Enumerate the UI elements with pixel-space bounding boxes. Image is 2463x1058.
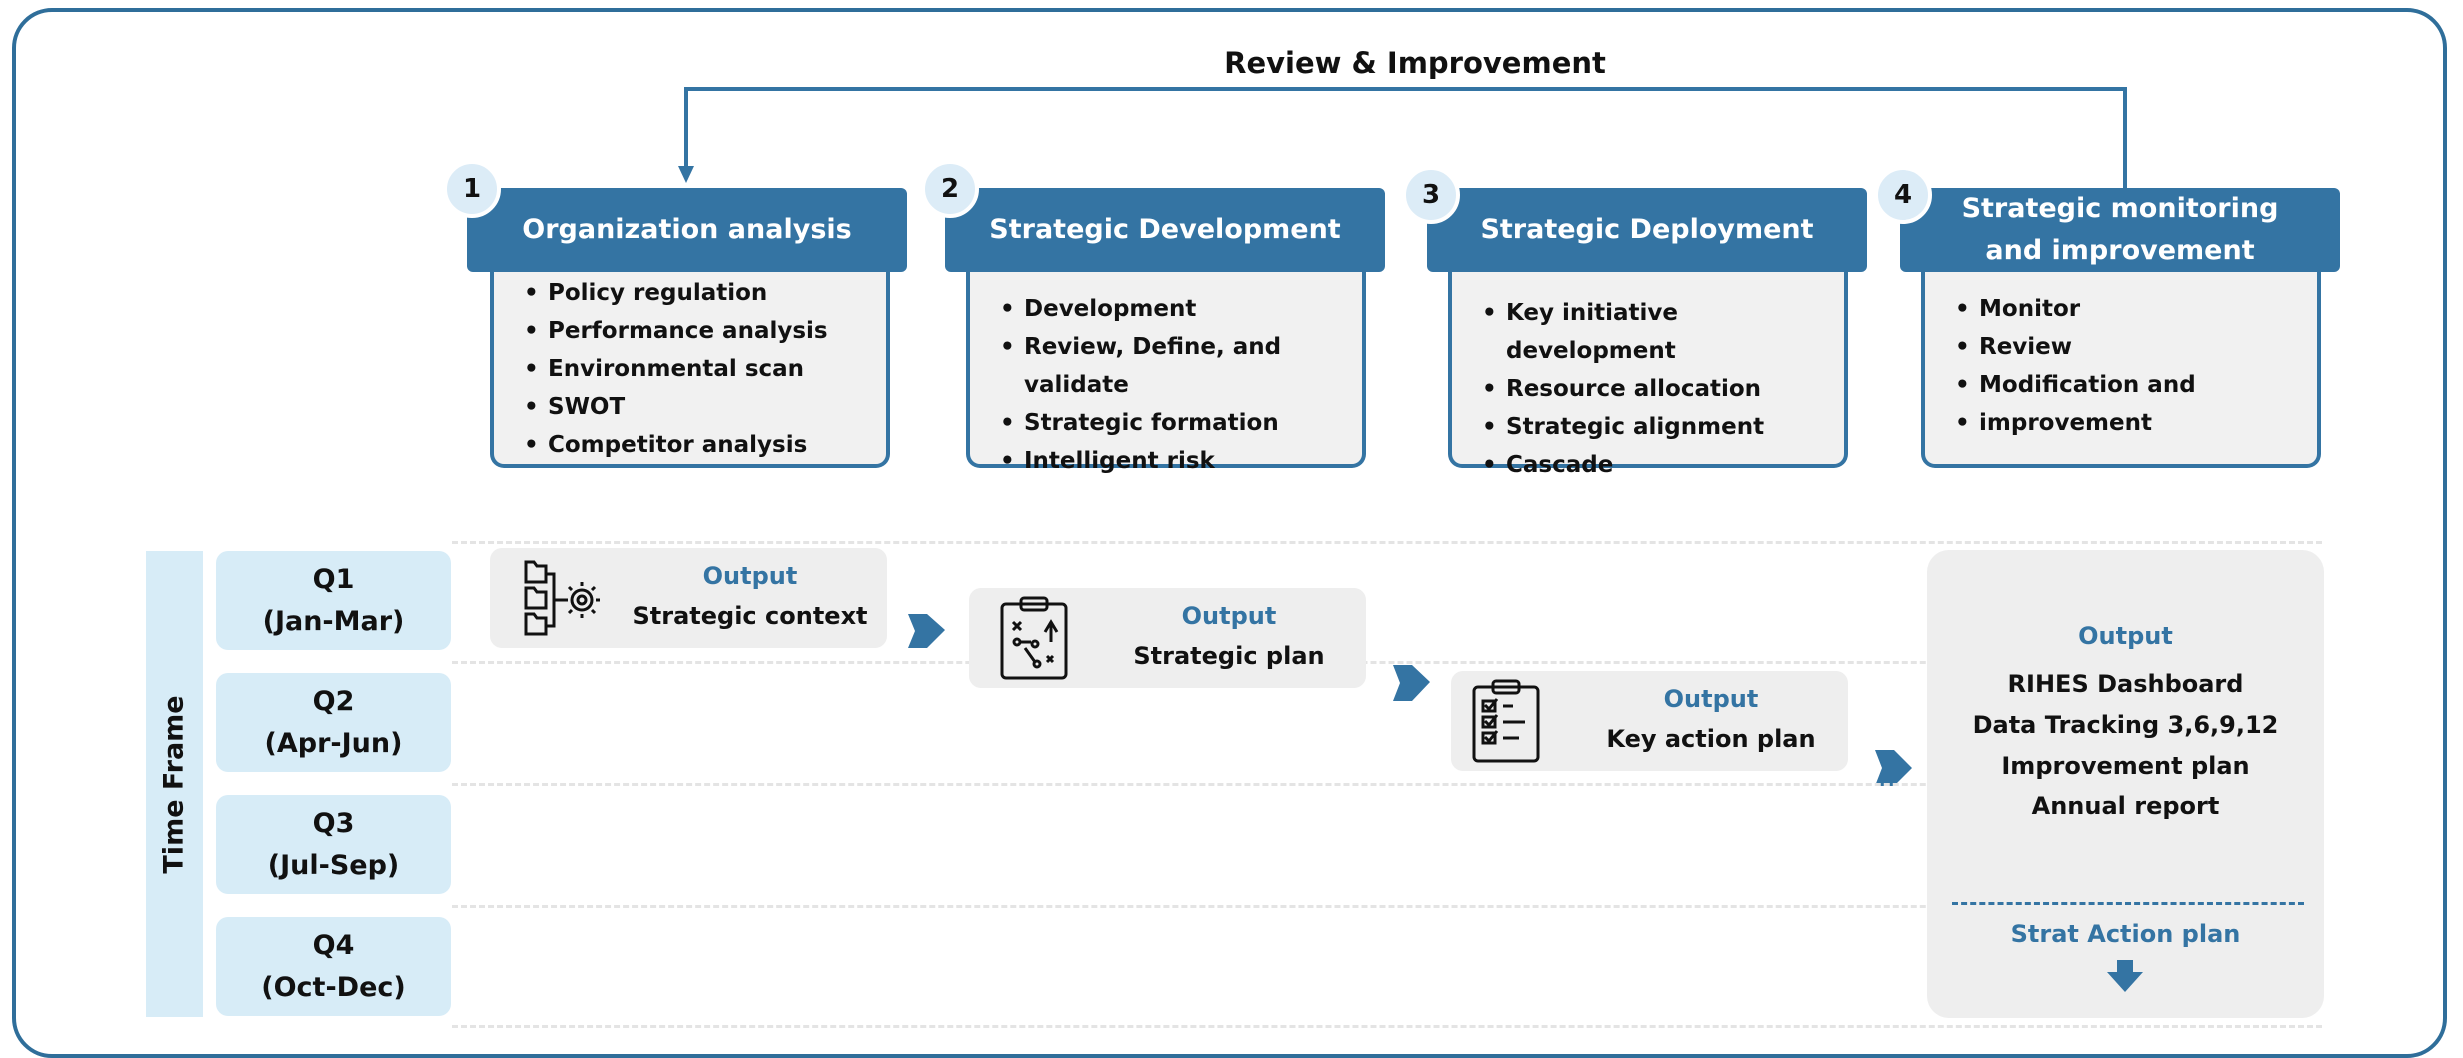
quarter-name: Q1 bbox=[312, 563, 355, 595]
final-output-footer: Strat Action plan bbox=[2010, 920, 2241, 948]
stage-4-item: Monitor bbox=[1955, 290, 2307, 328]
stage-3-item: Key initiative development bbox=[1482, 294, 1834, 370]
stage-2-item: Strategic formation bbox=[1000, 404, 1352, 442]
stage-4-item: Review bbox=[1955, 328, 2307, 366]
stage-2-body: Development Review, Define, and validate… bbox=[966, 272, 1366, 480]
stage-2-item: Intelligent risk bbox=[1000, 442, 1352, 480]
stage-1-item: Performance analysis bbox=[524, 312, 876, 350]
stage-1-number-badge: 1 bbox=[443, 160, 501, 218]
stage-2-title: Strategic Development bbox=[989, 214, 1341, 245]
timeframe-label: Time Frame bbox=[146, 551, 203, 1017]
output-box-strategic-plan: Output Strategic plan bbox=[969, 588, 1366, 688]
quarter-q4: Q4 (Oct-Dec) bbox=[216, 917, 451, 1016]
stage-3-item: Resource allocation bbox=[1482, 370, 1834, 408]
strategy-clipboard-icon bbox=[1000, 596, 1068, 680]
quarter-divider bbox=[452, 905, 2322, 908]
final-output-item: Data Tracking 3,6,9,12 bbox=[1972, 711, 2279, 739]
stage-2-header: Strategic Development bbox=[945, 188, 1385, 272]
stage-1-title: Organization analysis bbox=[522, 214, 852, 245]
review-loop-arrowhead bbox=[678, 166, 694, 183]
quarter-q2: Q2 (Apr-Jun) bbox=[216, 673, 451, 772]
output-label: Output bbox=[702, 562, 798, 590]
quarter-name: Q4 bbox=[312, 929, 355, 961]
quarter-name: Q3 bbox=[312, 807, 355, 839]
final-output-item: RIHES Dashboard bbox=[2007, 670, 2244, 698]
flow-arrow-2 bbox=[1393, 665, 1430, 701]
review-loop-arrow bbox=[684, 87, 2127, 188]
stage-1-item: Policy regulation bbox=[524, 274, 876, 312]
quarter-divider bbox=[452, 1025, 2322, 1028]
timeframe-label-text: Time Frame bbox=[159, 694, 190, 874]
quarter-range: (Apr-Jun) bbox=[264, 727, 403, 759]
quarter-range: (Jul-Sep) bbox=[267, 849, 400, 881]
stage-4-item-continued: improvement bbox=[1955, 404, 2307, 442]
stage-3-body: Key initiative development Resource allo… bbox=[1448, 272, 1848, 484]
flow-arrow-3 bbox=[1875, 750, 1912, 786]
output-value: Key action plan bbox=[1606, 725, 1816, 753]
quarter-divider bbox=[452, 783, 2322, 786]
flow-arrow-1 bbox=[908, 614, 945, 648]
stage-4-title-line2: and improvement bbox=[1985, 235, 2255, 266]
stage-1-item: Environmental scan bbox=[524, 350, 876, 388]
output-label: Output bbox=[1663, 685, 1759, 713]
stage-3-title: Strategic Deployment bbox=[1480, 214, 1814, 245]
stage-2-item: Development bbox=[1000, 290, 1352, 328]
stage-2-number-badge: 2 bbox=[921, 160, 979, 218]
stage-3-number-badge: 3 bbox=[1402, 166, 1460, 224]
stage-4-item: Modification and bbox=[1955, 366, 2307, 404]
quarter-divider bbox=[452, 541, 2322, 544]
down-arrow-icon bbox=[2107, 960, 2143, 992]
stage-4-header: Strategic monitoring and improvement bbox=[1900, 188, 2340, 272]
stage-4-number-badge: 4 bbox=[1874, 166, 1932, 224]
stage-2-item: Review, Define, and validate bbox=[1000, 328, 1352, 404]
timeframe-bar: Time Frame bbox=[146, 551, 203, 1017]
quarter-name: Q2 bbox=[312, 685, 355, 717]
quarter-q3: Q3 (Jul-Sep) bbox=[216, 795, 451, 894]
quarter-range: (Oct-Dec) bbox=[261, 971, 406, 1003]
stage-4-title-line1: Strategic monitoring bbox=[1961, 193, 2279, 224]
review-improvement-label: Review & Improvement bbox=[1224, 46, 1606, 80]
stage-1-body: Policy regulation Performance analysis E… bbox=[490, 272, 890, 468]
final-output-box: Output RIHES Dashboard Data Tracking 3,6… bbox=[1927, 550, 2324, 1018]
output-value: Strategic plan bbox=[1133, 642, 1325, 670]
stage-3-header: Strategic Deployment bbox=[1427, 188, 1867, 272]
checklist-clipboard-icon bbox=[1472, 679, 1540, 763]
output-label: Output bbox=[1181, 602, 1277, 630]
quarter-range: (Jan-Mar) bbox=[262, 605, 405, 637]
stage-1-item: Competitor analysis bbox=[524, 426, 876, 464]
quarter-divider bbox=[452, 661, 2322, 664]
stage-3-item: Cascade bbox=[1482, 446, 1834, 484]
output-value: Strategic context bbox=[632, 602, 868, 630]
stage-3-list: Key initiative development Resource allo… bbox=[1482, 294, 1834, 484]
stage-2-list: Development Review, Define, and validate… bbox=[1000, 290, 1352, 480]
stage-1-header: Organization analysis bbox=[467, 188, 907, 272]
final-output-item: Improvement plan bbox=[2001, 752, 2250, 780]
final-output-item: Annual report bbox=[2031, 792, 2220, 820]
quarter-q1: Q1 (Jan-Mar) bbox=[216, 551, 451, 650]
stage-1-list: Policy regulation Performance analysis E… bbox=[524, 274, 876, 464]
folders-gear-icon bbox=[524, 560, 600, 636]
output-box-strategic-context: Output Strategic context bbox=[490, 548, 887, 648]
final-output-divider bbox=[1952, 902, 2304, 905]
stage-4-list: Monitor Review Modification and improvem… bbox=[1955, 290, 2307, 442]
stage-4-body: Monitor Review Modification and improvem… bbox=[1921, 272, 2321, 468]
output-box-key-action-plan: Output Key action plan bbox=[1451, 671, 1848, 771]
stage-3-item: Strategic alignment bbox=[1482, 408, 1834, 446]
stage-1-item: SWOT bbox=[524, 388, 876, 426]
final-output-label: Output bbox=[2078, 622, 2173, 650]
